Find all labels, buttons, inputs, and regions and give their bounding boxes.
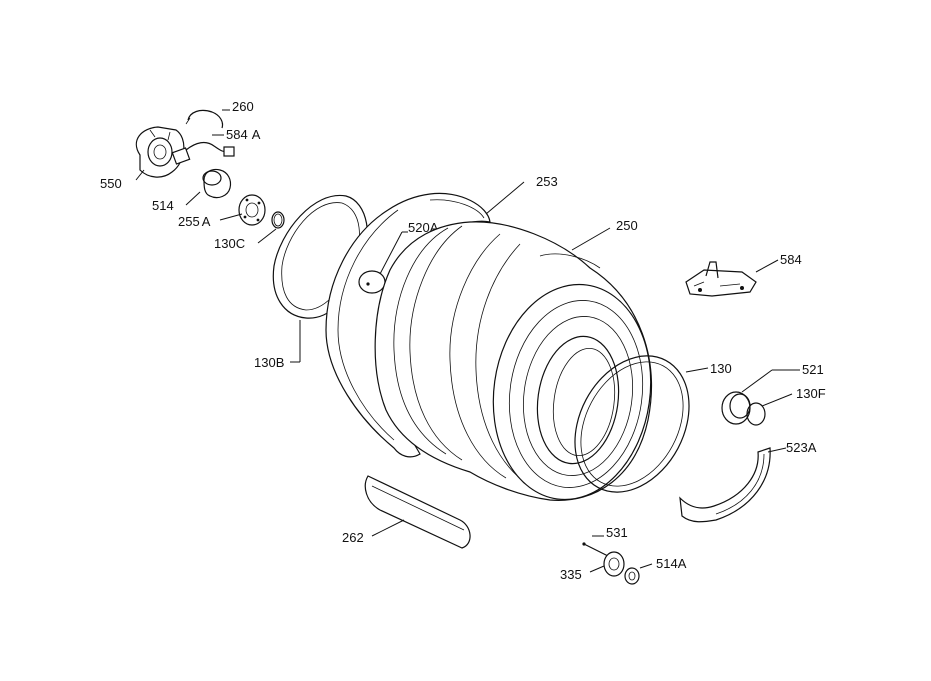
part-260-spring-clip — [185, 109, 224, 129]
part-521-bearing-cup — [721, 391, 751, 425]
part-130f-ring — [746, 402, 766, 426]
label-260: 260 — [232, 99, 254, 114]
label-514a: 514A — [656, 556, 687, 571]
part-531-pin — [582, 542, 609, 557]
part-262-baffle — [364, 475, 471, 549]
part-250-drum — [374, 221, 652, 501]
label-130: 130 — [710, 361, 732, 376]
label-262: 262 — [342, 530, 364, 545]
label-584: 584 — [780, 252, 802, 267]
label-253: 253 — [536, 174, 558, 189]
label-130b: 130B — [254, 355, 284, 370]
label-130c: 130C — [214, 236, 245, 251]
label-514: 514 — [152, 198, 174, 213]
label-250: 250 — [616, 218, 638, 233]
part-130-front-seal — [574, 355, 690, 493]
label-550: 550 — [100, 176, 122, 191]
part-130c-ring — [271, 211, 285, 229]
part-514a-small-bearing — [624, 567, 640, 585]
part-584a-sensor — [171, 141, 235, 165]
part-523a-felt-strip — [679, 447, 771, 523]
label-523a: 523A — [786, 440, 817, 455]
label-130f: 130F — [796, 386, 826, 401]
part-520a-disc — [358, 270, 386, 294]
part-255a-hub — [238, 194, 266, 226]
part-584-switch-bracket — [685, 261, 757, 297]
part-514-bearing — [202, 168, 232, 199]
part-335-roller — [603, 551, 625, 577]
label-335: 335 — [560, 567, 582, 582]
label-531: 531 — [606, 525, 628, 540]
label-521: 521 — [802, 362, 824, 377]
